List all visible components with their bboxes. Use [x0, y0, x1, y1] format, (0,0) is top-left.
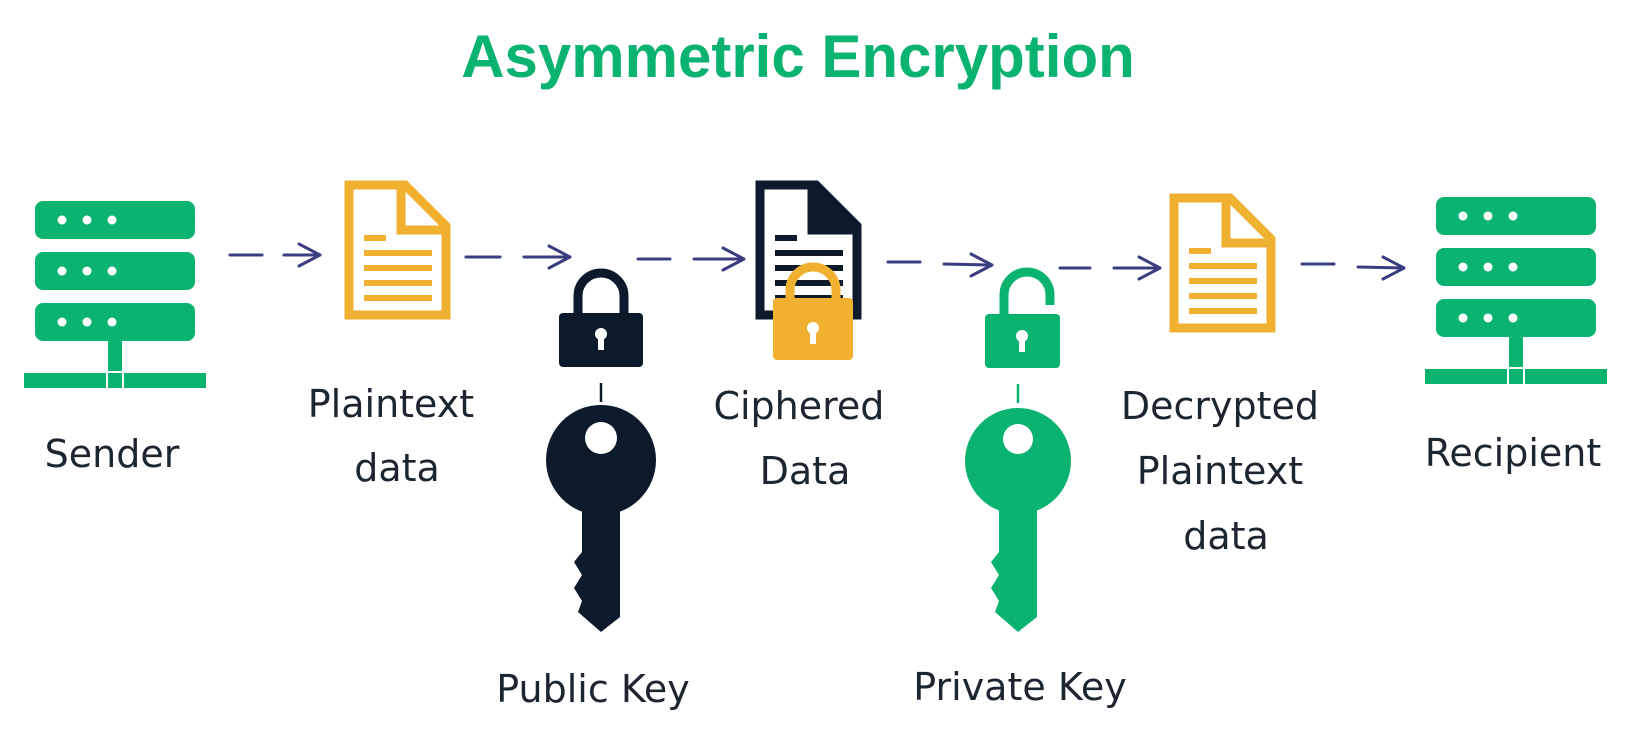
ciphered-document-icon	[755, 180, 862, 320]
flow-arrow-4	[886, 252, 994, 278]
flow-arrow-5	[1058, 255, 1162, 281]
flow-arrow-3	[636, 246, 746, 272]
sender-server-icon	[24, 201, 206, 388]
decrypted-label-line-1: Decrypted	[1121, 384, 1319, 428]
private-key-label: Private Key	[913, 665, 1126, 709]
ciphered-label: Ciphered Data	[713, 384, 896, 493]
ciphered-label-line-2: Data	[760, 449, 851, 493]
recipient-label: Recipient	[1425, 431, 1602, 475]
plaintext-label-line-2: data	[354, 446, 440, 490]
flow-arrow-2	[464, 244, 572, 270]
plaintext-document-icon	[344, 180, 451, 320]
public-key-padlock-icon	[559, 268, 643, 402]
decrypted-label-line-2: Plaintext	[1137, 449, 1303, 493]
decrypted-label-line-3: data	[1183, 514, 1269, 558]
plaintext-label-line-1: Plaintext	[308, 382, 474, 426]
closed-padlock-icon	[773, 262, 853, 360]
diagram-title: Asymmetric Encryption	[461, 23, 1135, 90]
public-key-icon	[546, 405, 656, 632]
ciphered-label-line-1: Ciphered	[713, 384, 884, 428]
flow-arrow-6	[1300, 255, 1406, 281]
sender-label: Sender	[45, 432, 180, 476]
open-padlock-icon	[985, 267, 1060, 403]
recipient-server-icon	[1425, 197, 1607, 384]
flow-arrow-1	[228, 242, 322, 268]
plaintext-label: Plaintext data	[308, 382, 487, 490]
decrypted-document-icon	[1169, 193, 1276, 333]
public-key-label: Public Key	[496, 667, 689, 711]
decrypted-label: Decrypted Plaintext data	[1121, 384, 1331, 558]
private-key-icon	[965, 408, 1071, 632]
